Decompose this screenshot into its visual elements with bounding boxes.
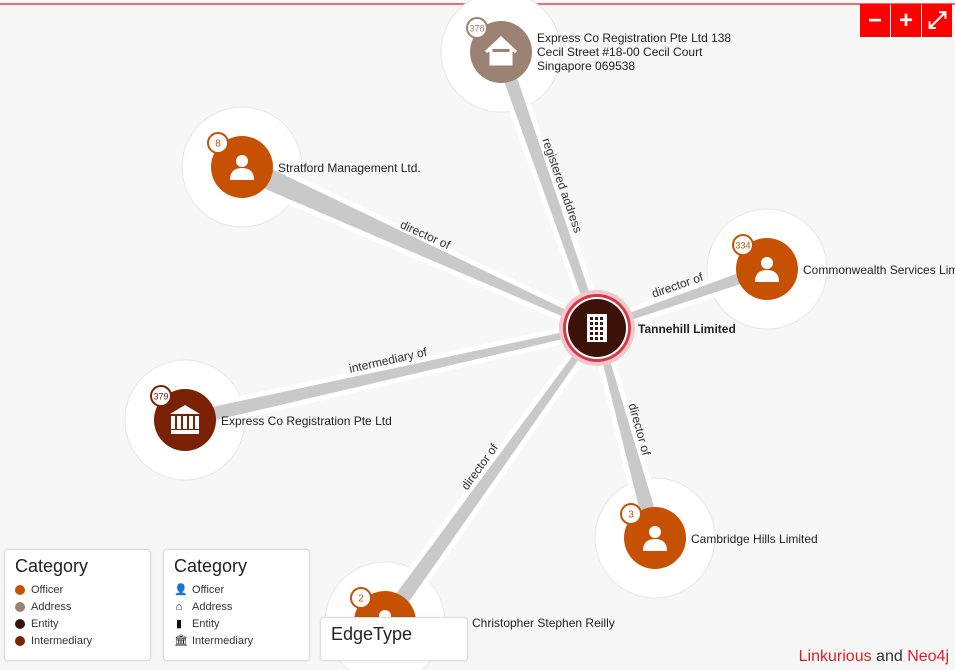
legend-item-intermediary: 🏛Intermediary xyxy=(174,634,254,648)
neo4j-link[interactable]: Neo4j xyxy=(907,648,949,665)
linkurious-link[interactable]: Linkurious xyxy=(798,648,872,665)
zoom-out-button[interactable]: − xyxy=(860,4,890,37)
node-label: Commonwealth Services Lim xyxy=(803,263,955,277)
edge-addr[interactable] xyxy=(494,49,601,330)
edge-stratford[interactable] xyxy=(237,156,599,331)
edge-commonwealth[interactable] xyxy=(596,263,769,331)
fullscreen-button[interactable]: ⤢ xyxy=(922,4,952,37)
legend-item-address: Address xyxy=(5,598,150,615)
user-icon xyxy=(230,155,254,180)
legend-title: Category xyxy=(174,556,248,576)
legend-item-officer: Officer xyxy=(5,581,150,598)
user-icon xyxy=(755,257,779,282)
legend-item-intermediary: Intermediary xyxy=(5,632,150,649)
count-badge-text: 378 xyxy=(469,24,484,34)
legend-title: EdgeType xyxy=(331,624,413,644)
count-badge-text: 2 xyxy=(358,594,364,605)
node-label: Cambridge Hills Limited xyxy=(691,532,818,546)
zoom-in-button[interactable]: + xyxy=(891,4,921,37)
node-label: Christopher Stephen Reilly xyxy=(472,616,615,630)
count-badge xyxy=(150,385,172,407)
building-icon: ▮ xyxy=(175,618,183,630)
credit: Linkurious and Neo4j xyxy=(798,648,949,665)
edge-reilly[interactable] xyxy=(378,326,600,627)
building-icon xyxy=(587,314,607,342)
count-badge xyxy=(732,234,754,256)
zoom-controls: − + ⤢ xyxy=(860,4,952,37)
count-badge xyxy=(350,587,372,609)
legend-item-entity: ▮Entity xyxy=(175,617,220,631)
user-icon: 👤 xyxy=(174,584,188,596)
legend-item-address: ⌂Address xyxy=(175,600,233,613)
legend-icon: Category 👤Officer ⌂Address ▮Entity 🏛Inte… xyxy=(163,549,310,661)
count-badge-text: 334 xyxy=(735,241,750,251)
node-label: Express Co Registration Pte Ltd xyxy=(221,414,392,428)
count-badge xyxy=(207,132,229,154)
node-label: Singapore 069538 xyxy=(537,59,635,73)
node-label: Tannehill Limited xyxy=(638,322,736,336)
bank-icon: 🏛 xyxy=(174,635,188,647)
edge-cambridge[interactable] xyxy=(594,327,663,541)
node-label: Cecil Street #18-00 Cecil Court xyxy=(537,45,703,59)
home-icon xyxy=(484,35,518,66)
bank-icon xyxy=(170,405,200,434)
legend-item-entity: Entity xyxy=(5,615,150,632)
legend-item-officer: 👤Officer xyxy=(174,583,225,597)
count-badge-text: 8 xyxy=(215,139,221,150)
node-center[interactable]: Tannehill Limited xyxy=(559,290,736,366)
edge-express[interactable] xyxy=(183,325,598,427)
legend-color: Category Officer Address Entity Intermed… xyxy=(4,549,151,661)
count-badge-text: 379 xyxy=(153,392,168,402)
count-badge xyxy=(620,503,642,525)
home-icon: ⌂ xyxy=(175,600,183,613)
legend-title: Category xyxy=(15,556,89,576)
user-icon xyxy=(643,526,667,551)
count-badge-text: 3 xyxy=(628,510,634,521)
legend-edge: EdgeType xyxy=(320,617,468,661)
node-label: Stratford Management Ltd. xyxy=(278,161,421,175)
count-badge xyxy=(466,17,488,39)
node-label: Express Co Registration Pte Ltd 138 xyxy=(537,31,731,45)
